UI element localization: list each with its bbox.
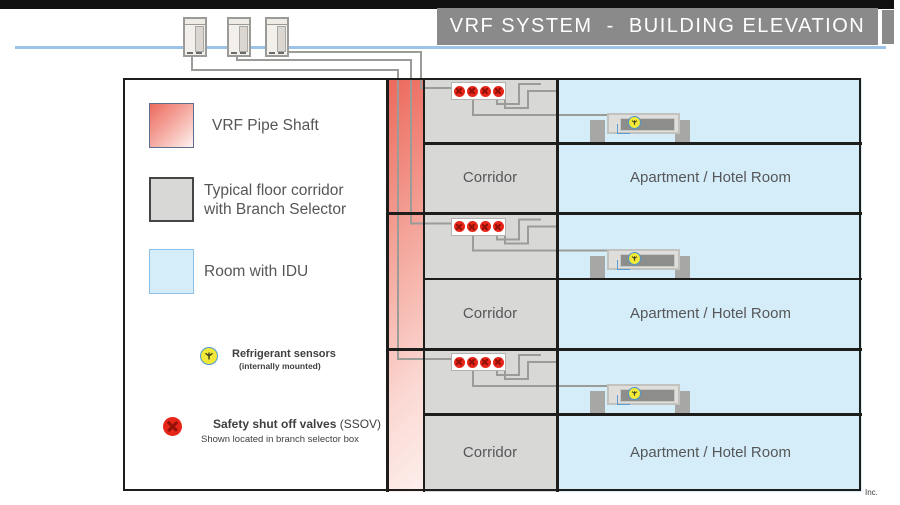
refrigerant-sensor-icon (628, 116, 641, 129)
odu-side-panel (277, 26, 286, 52)
ceiling-line (424, 413, 862, 416)
room-label: Apartment / Hotel Room (630, 444, 791, 461)
page-title: VRF SYSTEM - BUILDING ELEVATION (449, 15, 866, 37)
ssov-valve-icon (479, 85, 491, 97)
ceiling-line (424, 142, 862, 145)
odu-foot (240, 52, 246, 54)
odu-top-grille (229, 19, 249, 25)
floor-slab (386, 212, 862, 215)
legend-label-pipe-shaft: VRF Pipe Shaft (212, 116, 319, 134)
indoor-unit (588, 384, 692, 413)
room-label: Apartment / Hotel Room (630, 169, 791, 187)
odu-foot (269, 52, 275, 54)
ssov-valve-icon (479, 356, 491, 368)
indoor-unit (588, 113, 692, 142)
branch-selector-box (451, 217, 506, 236)
sensor-wire (617, 124, 630, 134)
ssov-valve-icon (466, 221, 478, 232)
legend-swatch-room (149, 249, 194, 294)
legend-sensor-label: Refrigerant sensors (232, 348, 336, 360)
title-bar-fragment (882, 10, 894, 44)
ceiling-line (424, 277, 862, 280)
legend-ssov-sublabel: Shown located in branch selector box (201, 434, 359, 445)
ssov-valve-icon (453, 85, 465, 97)
corridor-room-wall (556, 78, 559, 492)
legend-swatch-corridor (149, 177, 194, 222)
ssov-valve-icon (492, 221, 504, 232)
odu-foot (187, 52, 193, 54)
ssov-valve-icon (453, 356, 465, 368)
legend-refrigerant-sensor-icon (200, 347, 218, 365)
refrigerant-sensor-icon (628, 251, 641, 265)
top-black-bar (0, 0, 894, 9)
ssov-valve-icon (466, 356, 478, 368)
vrf-pipe-shaft (388, 78, 423, 492)
odu-top-grille (267, 19, 287, 25)
branch-selector-box (451, 353, 506, 371)
legend-ssov-label: Safety shut off valves (SSOV) (213, 417, 381, 431)
outdoor-unit-3 (265, 17, 289, 57)
outdoor-unit-2 (227, 17, 251, 57)
corridor-label: Corridor (462, 304, 518, 322)
room-label: Apartment / Hotel Room (630, 304, 791, 322)
refrigerant-sensor-icon (628, 387, 641, 400)
odu-foot (278, 52, 284, 54)
ssov-valve-icon (492, 85, 504, 97)
legend-swatch-pipe-shaft (149, 103, 194, 148)
corridor-label: Corridor (462, 444, 518, 461)
shaft-left-wall (386, 78, 389, 492)
branch-selector-box (451, 82, 506, 100)
legend-ssov-label-suffix: (SSOV) (336, 417, 382, 431)
odu-foot (231, 52, 237, 54)
ssov-valve-icon (492, 356, 504, 368)
legend-ssov-icon (163, 417, 182, 436)
floor-1: Corridor Apartment / Hotel Room (0, 78, 900, 214)
odu-foot (196, 52, 202, 54)
odu-side-panel (195, 26, 204, 52)
odu-top-grille (185, 19, 205, 25)
floor-slab (386, 347, 862, 351)
odu-side-panel (239, 26, 248, 52)
outdoor-unit-1 (183, 17, 207, 57)
room-area (559, 213, 862, 349)
roof-line (15, 46, 886, 49)
ssov-valve-icon (466, 85, 478, 97)
legend-label-corridor-line1: Typical floor corridor (204, 181, 344, 199)
title-bar: VRF SYSTEM - BUILDING ELEVATION (437, 8, 878, 45)
room-area (559, 349, 862, 492)
idu-duct-left (590, 255, 605, 278)
sensor-wire (617, 259, 630, 270)
idu-duct-left (590, 120, 605, 142)
floor-3: Corridor Apartment / Hotel Room (0, 347, 900, 492)
ssov-valve-icon (479, 221, 491, 232)
room-area (559, 78, 862, 214)
indoor-unit (588, 248, 692, 278)
legend-sensor-sublabel: (internally mounted) (239, 361, 321, 371)
floor-2: Corridor Apartment / Hotel Room (0, 212, 900, 349)
legend-label-corridor: Typical floor corridor with Branch Selec… (204, 177, 346, 222)
corridor-label: Corridor (462, 169, 518, 187)
ssov-valve-icon (453, 221, 465, 232)
credit-text: Inc. (865, 488, 878, 497)
legend-ssov-label-bold: Safety shut off valves (213, 417, 337, 431)
legend-label-room: Room with IDU (204, 262, 309, 280)
sensor-wire (617, 395, 630, 405)
legend-label-corridor-line2: with Branch Selector (204, 200, 347, 218)
idu-duct-left (590, 391, 605, 413)
